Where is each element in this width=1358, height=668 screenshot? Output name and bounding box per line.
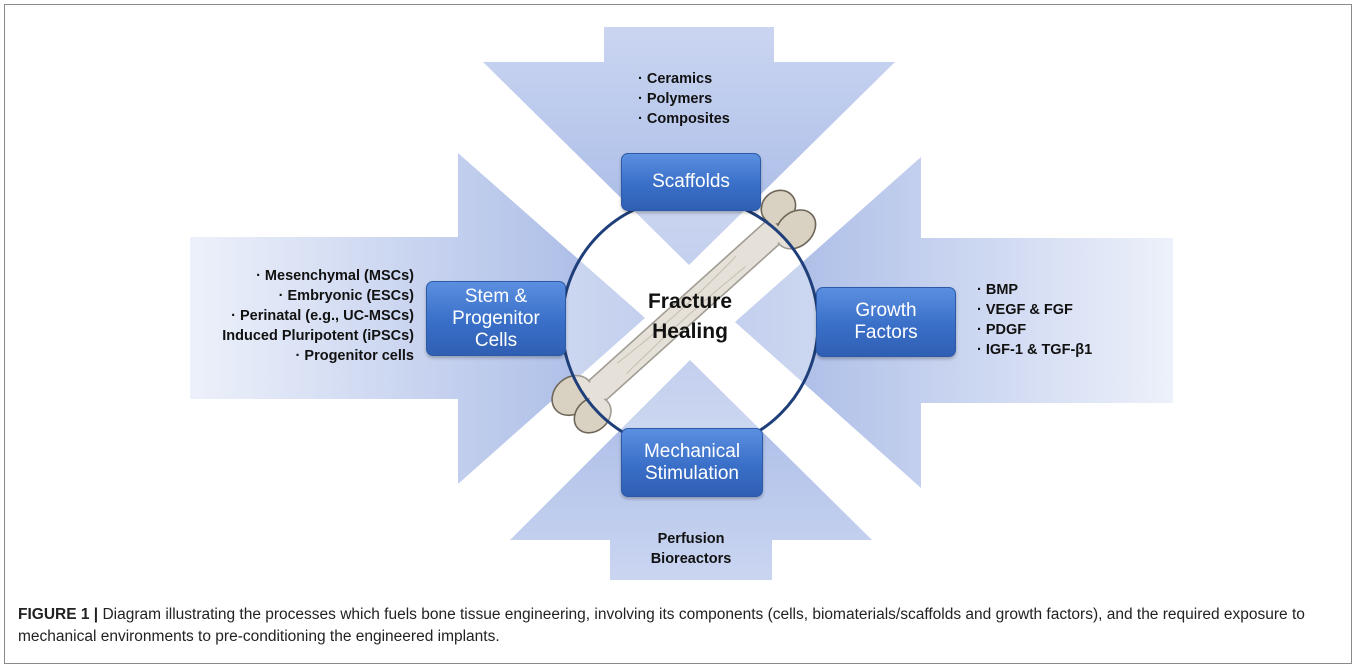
list-item: · VEGF & FGF xyxy=(977,302,1073,318)
list-item: · Ceramics xyxy=(638,71,713,87)
stem-cells-box: Stem & Progenitor Cells xyxy=(426,281,566,356)
figure-caption: FIGURE 1 | Diagram illustrating the proc… xyxy=(18,604,1338,648)
list-item: · Perinatal (e.g., UC-MSCs) xyxy=(231,308,414,324)
list-item: Perfusion xyxy=(657,531,725,547)
list-item: · BMP xyxy=(977,282,1019,298)
list-item: · Progenitor cells xyxy=(295,348,414,364)
list-item: · PDGF xyxy=(977,322,1027,338)
mechanical-stimulation-box: Mechanical Stimulation xyxy=(621,428,763,497)
list-item: Bioreactors xyxy=(650,551,732,567)
arrow-scaffolds xyxy=(483,27,895,265)
list-item: · IGF-1 & TGF-β1 xyxy=(977,342,1093,358)
mechanical-list: Perfusion Bioreactors xyxy=(630,529,752,569)
center-label: Fracture Healing xyxy=(647,290,733,343)
list-item: · Embryonic (ESCs) xyxy=(278,288,414,304)
scaffolds-box: Scaffolds xyxy=(621,153,761,211)
list-item: · Polymers xyxy=(638,91,713,107)
caption-label: FIGURE 1 | xyxy=(18,606,99,623)
list-item: · Mesenchymal (MSCs) xyxy=(256,268,414,284)
list-item: Induced Pluripotent (iPSCs) xyxy=(222,328,414,344)
growth-factors-list: · BMP · VEGF & FGF · PDGF · IGF-1 & TGF-… xyxy=(977,280,1092,360)
scaffolds-list: · Ceramics · Polymers · Composites xyxy=(638,69,730,129)
growth-factors-box: Growth Factors xyxy=(816,287,956,357)
bone-icon xyxy=(551,189,817,434)
stem-cells-list: · Mesenchymal (MSCs) · Embryonic (ESCs) … xyxy=(196,266,414,366)
list-item: · Composites xyxy=(638,111,730,127)
caption-text: Diagram illustrating the processes which… xyxy=(18,606,1305,645)
arrow-stem-cells xyxy=(190,153,645,484)
